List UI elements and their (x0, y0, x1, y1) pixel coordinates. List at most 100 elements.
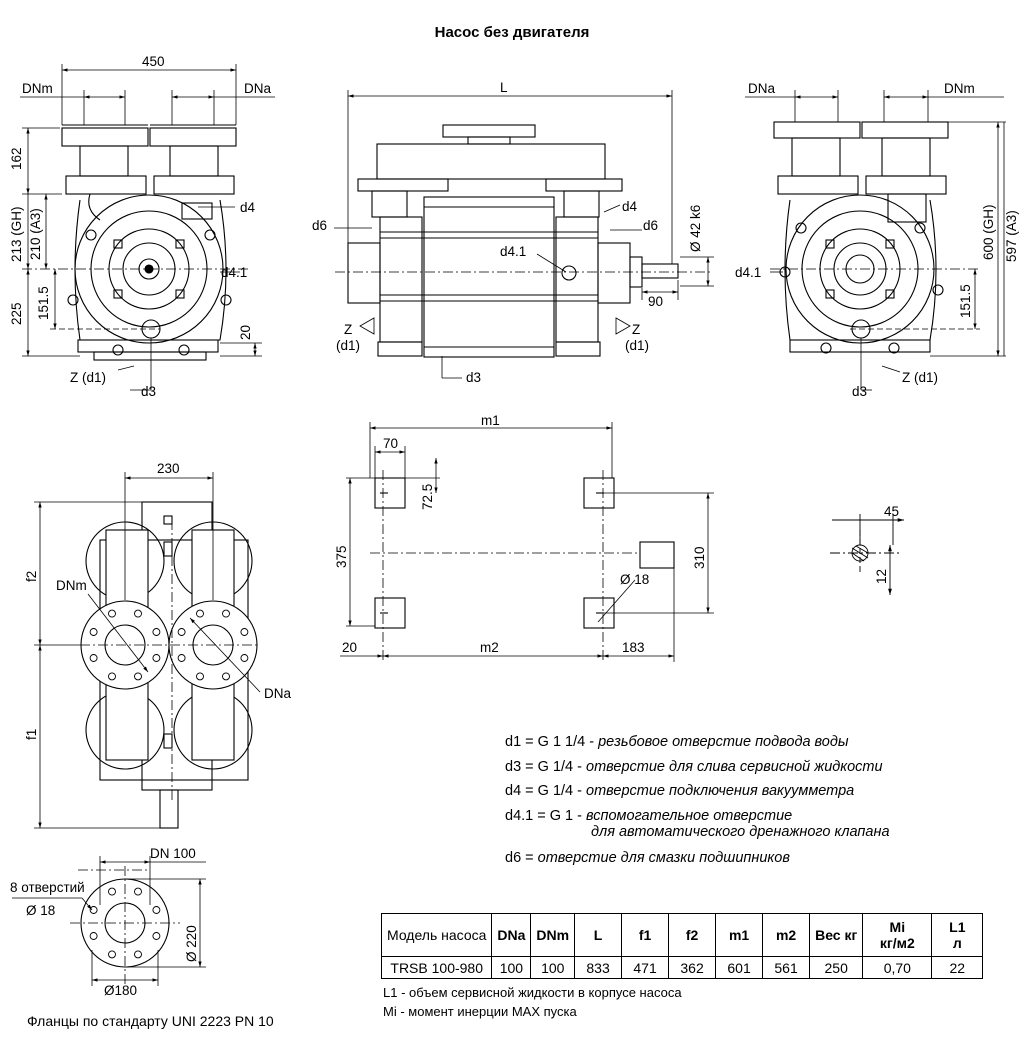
dim-310: 310 (692, 546, 707, 569)
label-dnm: DNm (56, 578, 87, 593)
bolt-hole (240, 628, 249, 636)
note-d4: d4 = G 1/4 - отверстие подключения вакуу… (505, 783, 855, 799)
note-d6: d6 = отверстие для смазки подшипников (505, 850, 790, 866)
cell-weight: 250 (809, 956, 864, 979)
label-z-right: Z (632, 322, 640, 337)
left-view-labels: 450 DNm DNa 162 213 (GH) 210 (A3) 225 15… (9, 54, 271, 399)
bolt-hole (152, 654, 161, 662)
page-title: Насос без двигателя (434, 24, 590, 41)
label-z-d1: Z (d1) (902, 370, 938, 385)
right-end-view (773, 121, 949, 354)
bolt-hole (89, 932, 98, 940)
cell-dna: 100 (491, 956, 532, 979)
col-model: Модель насоса (380, 913, 493, 957)
bolt-hole (222, 672, 230, 681)
dim-151-5: 151.5 (958, 284, 973, 318)
bolt-hole (240, 654, 249, 662)
flange-labels: DN 100 8 отверстий Ø 18 Ø 220 Ø180 (10, 846, 199, 998)
label-dna: DNa (244, 81, 271, 96)
left-view-dims (20, 64, 275, 391)
dim-20: 20 (342, 640, 357, 655)
col-dnm: DNm (530, 913, 576, 957)
plan-view-labels: 230 f2 f1 DNm DNa (24, 461, 291, 740)
dim-375: 375 (334, 545, 349, 568)
label-d1-left: (d1) (336, 338, 360, 353)
footnote-mi: Mi - момент инерции MAX пуска (383, 1004, 577, 1019)
dim-213: 213 (GH) (9, 206, 24, 262)
label-d3: d3 (141, 384, 156, 399)
dim-151-5: 151.5 (36, 286, 51, 320)
dim-220: Ø 220 (184, 925, 199, 962)
dim-m1: m1 (481, 413, 500, 428)
dim-72-5: 72.5 (420, 484, 435, 510)
dim-450: 450 (142, 54, 165, 69)
label-d4: d4 (622, 199, 638, 214)
label-dna: DNa (264, 686, 291, 701)
label-d4-1: d4.1 (500, 244, 526, 259)
holes-legend: d1 = G 1 1/4 - резьбовое отверстие подво… (505, 730, 890, 871)
bolt-hole (134, 672, 142, 681)
center-side-view (347, 124, 679, 358)
dim-18: Ø 18 (620, 572, 649, 587)
label-d1-right: (d1) (625, 338, 649, 353)
dim-l: L (500, 80, 508, 95)
label-d4-1: d4.1 (221, 265, 247, 280)
col-m1: m1 (715, 913, 764, 957)
label-d6-right: d6 (643, 218, 658, 233)
cell-mi: 0,70 (862, 956, 933, 979)
slot-labels: 45 12 (874, 504, 899, 584)
cell-f2: 362 (668, 956, 717, 979)
bolt-hole (177, 654, 186, 662)
note-d3: d3 = G 1/4 - отверстие для слива сервисн… (505, 758, 883, 775)
base-dims (340, 422, 714, 662)
bolt-hole (89, 906, 98, 914)
col-f2: f2 (668, 913, 717, 957)
bolt-hole (108, 609, 116, 618)
plan-view-dims (34, 472, 261, 829)
dim-m2: m2 (480, 640, 499, 655)
dim-12: 12 (874, 569, 889, 584)
dim-90: 90 (648, 294, 663, 309)
col-dna: DNa (491, 913, 532, 957)
label-d3: d3 (466, 370, 481, 385)
cell-f1: 471 (621, 956, 670, 979)
col-m2: m2 (762, 913, 811, 957)
bolt-hole (152, 628, 161, 636)
dim-70: 70 (383, 436, 398, 451)
bolt-hole (108, 672, 116, 681)
bolt-hole (108, 887, 116, 896)
plan-view (80, 501, 258, 829)
bolt-hole (134, 609, 142, 618)
bolt-hole (196, 672, 204, 681)
dim-183: 183 (622, 640, 645, 655)
center-view-dims (334, 90, 714, 379)
bolt-hole (89, 654, 98, 662)
dim-shaft: Ø 42 k6 (688, 205, 703, 252)
plan-bolt-holes (89, 609, 249, 681)
label-d6-left: d6 (312, 218, 327, 233)
dim-162: 162 (9, 147, 24, 170)
cell-l1: 22 (931, 956, 984, 979)
spec-header-row: Модель насоса DNa DNm L f1 f2 m1 m2 Вес … (380, 913, 984, 957)
cell-m2: 561 (762, 956, 811, 979)
label-dna: DNa (748, 81, 775, 96)
left-end-view (61, 124, 237, 361)
flange-bolt-holes (89, 887, 161, 959)
dim-600: 600 (GH) (981, 204, 996, 260)
dim-210: 210 (A3) (28, 208, 43, 260)
dim-f2: f2 (24, 571, 39, 582)
label-d3: d3 (852, 384, 867, 399)
center-view-labels: L d6 d4 d6 d4.1 Ø 42 k6 90 Z (d1) Z (d1)… (312, 80, 703, 385)
dim-f1: f1 (24, 729, 39, 740)
bolt-hole (108, 950, 116, 959)
label-dnm: DNm (22, 81, 53, 96)
spec-table: Модель насоса DNa DNm L f1 f2 m1 m2 Вес … (380, 913, 984, 979)
dim-180: Ø180 (104, 983, 137, 998)
flange-dims (12, 856, 206, 986)
note-d1: d1 = G 1 1/4 - резьбовое отверстие подво… (505, 734, 849, 750)
bolt-hole (152, 906, 161, 914)
right-view-labels: DNa DNm 600 (GH) 597 (A3) d4.1 151.5 Z (… (735, 81, 1019, 399)
